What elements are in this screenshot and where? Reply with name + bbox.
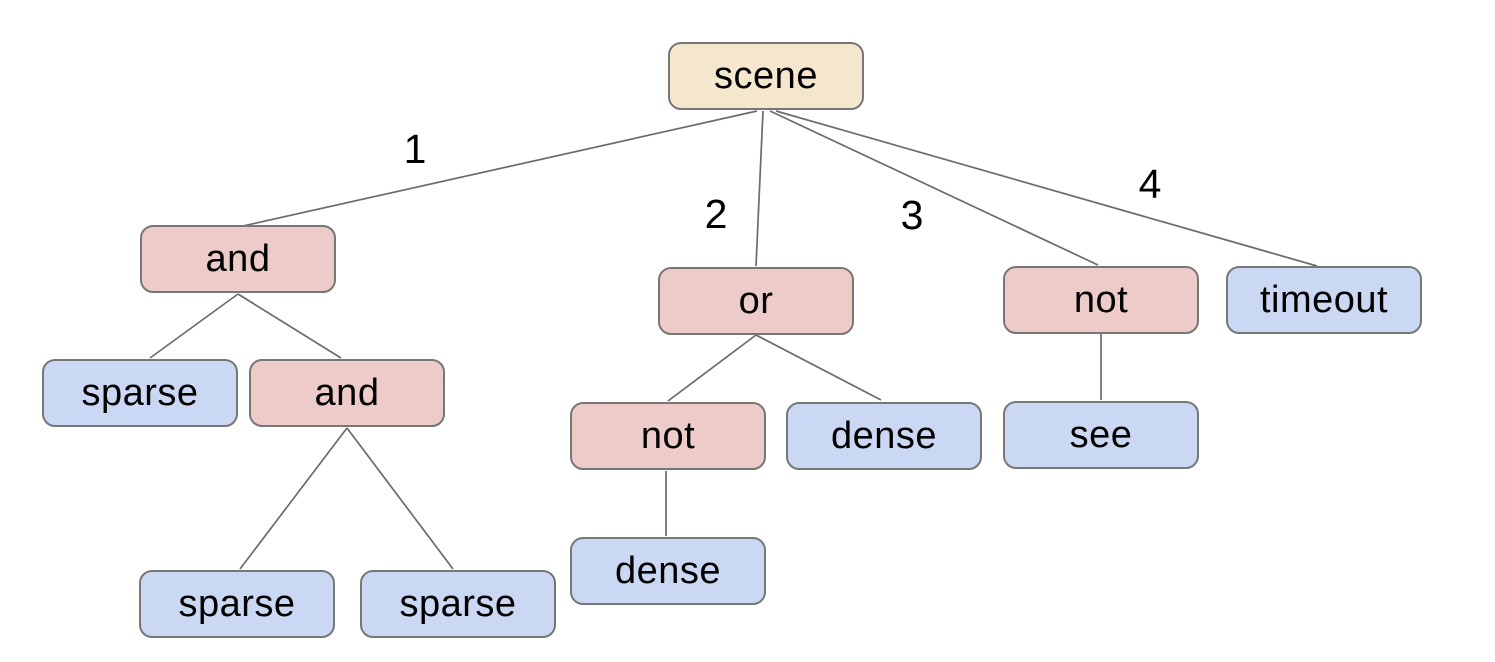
- node-and-2: and: [249, 359, 445, 427]
- node-dense-2: dense: [570, 537, 766, 605]
- edge-and-and: [237, 293, 342, 359]
- edge-label-3: 3: [901, 192, 924, 238]
- edge-and2-sparse2: [239, 427, 348, 570]
- node-not-1: not: [1003, 266, 1199, 334]
- edge-scene-or: [755, 110, 764, 267]
- node-timeout: timeout: [1226, 266, 1422, 334]
- node-and-1: and: [140, 225, 336, 293]
- edge-label-2: 2: [705, 191, 728, 237]
- node-sparse-1: sparse: [42, 359, 238, 427]
- node-see: see: [1003, 401, 1199, 469]
- edge-and-sparse: [149, 293, 239, 359]
- edge-label-4: 4: [1139, 161, 1162, 207]
- node-dense-1: dense: [786, 402, 982, 470]
- node-sparse-2: sparse: [139, 570, 335, 638]
- node-or: or: [658, 267, 854, 335]
- node-not-2: not: [570, 402, 766, 470]
- edge-or-dense: [755, 334, 882, 401]
- edge-scene-and: [242, 110, 758, 227]
- node-scene: scene: [668, 42, 864, 110]
- node-sparse-3: sparse: [360, 570, 556, 638]
- edge-and2-sparse3: [346, 427, 454, 570]
- edge-or-not: [667, 334, 757, 402]
- edge-scene-not: [769, 110, 1099, 266]
- edge-label-1: 1: [404, 126, 427, 172]
- edge-scene-timeout: [775, 110, 1318, 267]
